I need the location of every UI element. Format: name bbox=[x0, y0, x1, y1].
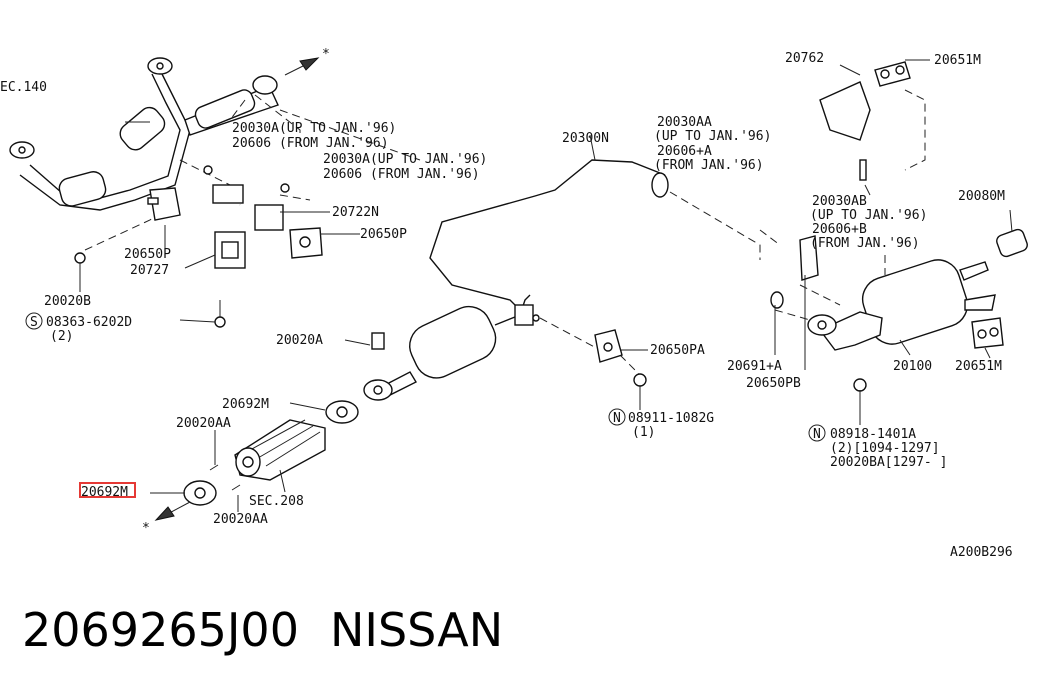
label-s-circle: S bbox=[30, 315, 38, 330]
label-20727: 20727 bbox=[130, 263, 169, 278]
label-20030ab: 20030AB bbox=[812, 194, 867, 209]
label-20692m-top: 20692M bbox=[222, 397, 269, 412]
label-20650pa: 20650PA bbox=[650, 343, 705, 358]
rear-muffler-assembly bbox=[770, 228, 1028, 392]
label-20650p-right: 20650P bbox=[360, 227, 407, 242]
star-top: * bbox=[322, 47, 330, 62]
label-20606b-note: (FROM JAN.'96) bbox=[810, 236, 920, 251]
center-small-parts bbox=[371, 314, 647, 387]
label-20300n: 20300N bbox=[562, 131, 609, 146]
label-20722n: 20722N bbox=[332, 205, 379, 220]
label-20020a: 20020A bbox=[276, 333, 323, 348]
leader-lines-catalyst bbox=[150, 402, 326, 512]
label-20020aa-bottom: 20020AA bbox=[213, 512, 268, 527]
star-bottom: * bbox=[142, 521, 150, 536]
label-20100: 20100 bbox=[893, 359, 932, 374]
label-20762: 20762 bbox=[785, 51, 824, 66]
label-20030aa: 20030AA bbox=[657, 115, 712, 130]
label-08363: 08363-6202D bbox=[46, 315, 132, 330]
label-08918: 08918-1401A bbox=[830, 427, 916, 442]
label-ec140: EC.140 bbox=[0, 80, 47, 95]
label-20691a: 20691+A bbox=[727, 359, 782, 374]
n-circle-2-icon bbox=[808, 424, 826, 442]
reference-code: A200B296 bbox=[950, 545, 1013, 560]
label-20030ab-note: (UP TO JAN.'96) bbox=[810, 208, 927, 223]
label-20606a-note: (FROM JAN.'96) bbox=[654, 158, 764, 173]
front-bracket-parts bbox=[74, 165, 323, 328]
label-20020ba: 20020BA[1297- ] bbox=[830, 455, 947, 470]
n-circle-1-icon bbox=[608, 408, 626, 426]
front-exhaust-tube-assembly bbox=[9, 57, 279, 211]
label-20606a: 20606+A bbox=[657, 144, 712, 159]
direction-arrow-top bbox=[284, 57, 320, 76]
label-sec208: SEC.208 bbox=[249, 494, 304, 509]
label-20650pb: 20650PB bbox=[746, 376, 801, 391]
label-20030a-b: 20030A(UP TO JAN.'96) bbox=[323, 152, 487, 167]
label-08363-qty: (2) bbox=[50, 329, 73, 344]
label-20692m-highlighted: 20692M bbox=[81, 485, 128, 500]
s-circle-icon bbox=[25, 312, 43, 330]
label-20606-a: 20606 (FROM JAN.'96) bbox=[232, 136, 389, 151]
label-08911-qty: (1) bbox=[632, 425, 655, 440]
label-20030a-a: 20030A(UP TO JAN.'96) bbox=[232, 121, 396, 136]
label-20651m-top: 20651M bbox=[934, 53, 981, 68]
label-20650p-left: 20650P bbox=[124, 247, 171, 262]
footer-part-number: 2069265J00 bbox=[22, 603, 299, 657]
label-20606b: 20606+B bbox=[812, 222, 867, 237]
footer-brand: NISSAN bbox=[330, 603, 503, 657]
leader-lines-rear bbox=[759, 59, 1013, 425]
label-leaders-front bbox=[79, 121, 360, 323]
label-20606-b: 20606 (FROM JAN.'96) bbox=[323, 167, 480, 182]
label-20651m-bottom: 20651M bbox=[955, 359, 1002, 374]
center-pipe-assembly bbox=[363, 159, 669, 401]
highlight-box bbox=[79, 482, 136, 498]
direction-arrow-bottom bbox=[154, 501, 191, 521]
label-08911: 08911-1082G bbox=[628, 411, 714, 426]
label-08918-note: (2)[1094-1297] bbox=[830, 441, 940, 456]
label-n-circle-2: N bbox=[813, 427, 821, 442]
label-20020aa-top: 20020AA bbox=[176, 416, 231, 431]
label-20030aa-note: (UP TO JAN.'96) bbox=[654, 129, 771, 144]
label-20080m: 20080M bbox=[958, 189, 1005, 204]
catalyst-assembly bbox=[183, 400, 359, 506]
leader-lines-center bbox=[344, 134, 761, 410]
label-n-circle-1: N bbox=[613, 411, 621, 426]
label-20020b: 20020B bbox=[44, 294, 91, 309]
hanger-bracket-rear bbox=[819, 61, 1004, 349]
